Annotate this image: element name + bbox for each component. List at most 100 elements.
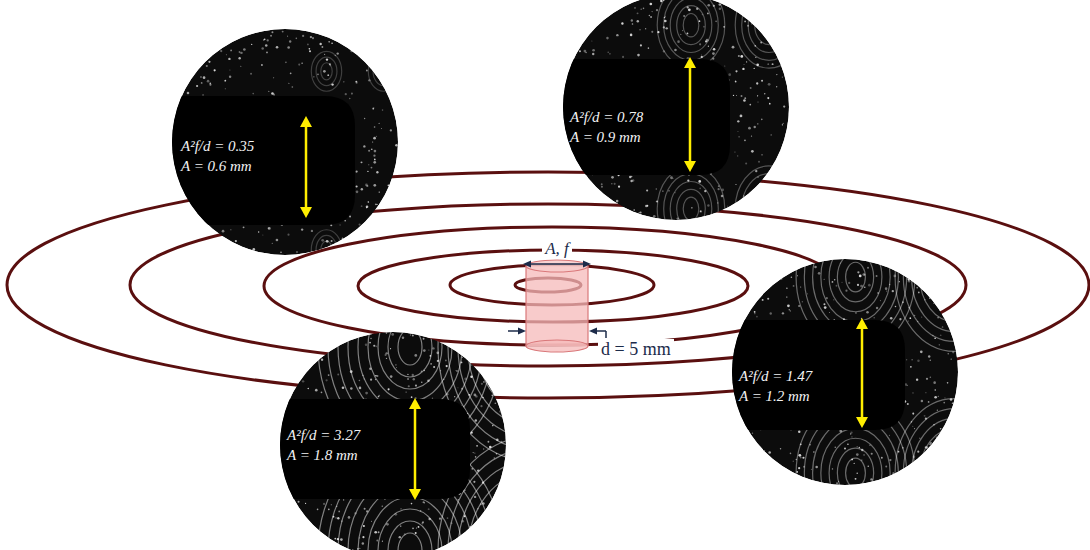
tracer-particle xyxy=(373,107,375,109)
streamline xyxy=(498,509,506,550)
tracer-particle xyxy=(786,287,788,289)
inset-caption: A²f/d = 1.47A = 1.2 mm xyxy=(739,366,812,407)
streamline xyxy=(683,14,699,37)
tracer-particle xyxy=(939,344,940,345)
tracer-particle xyxy=(391,333,394,336)
tracer-particle xyxy=(682,30,683,31)
inset-image xyxy=(172,29,398,255)
tracer-particle xyxy=(328,508,330,510)
tracer-particle xyxy=(375,375,377,377)
tracer-particle xyxy=(280,251,282,253)
tracer-particle xyxy=(799,454,802,457)
tracer-particle xyxy=(836,482,838,484)
tracer-particle xyxy=(680,34,681,35)
tracer-particle xyxy=(910,366,912,368)
tracer-particle xyxy=(925,392,926,393)
streamline xyxy=(735,0,789,68)
tracer-particle xyxy=(471,364,472,365)
tracer-particle xyxy=(342,386,345,389)
streamline xyxy=(928,259,958,312)
flow-inset: A²f/d = 0.35A = 0.6 mm xyxy=(172,29,398,255)
tracer-particle xyxy=(854,463,855,464)
streamline xyxy=(903,409,958,485)
tracer-particle xyxy=(641,9,642,10)
tracer-particle xyxy=(621,22,623,24)
tracer-particle xyxy=(662,190,663,191)
streamline xyxy=(895,259,958,351)
tracer-particle xyxy=(800,457,802,459)
tracer-particle xyxy=(906,359,907,360)
tracer-particle xyxy=(929,297,931,299)
flow-inset: A²f/d = 0.78A = 0.9 mm xyxy=(563,0,789,220)
tracer-particle xyxy=(793,285,795,287)
tracer-particle xyxy=(375,345,377,347)
tracer-particle xyxy=(712,52,715,55)
tracer-particle xyxy=(789,309,791,311)
tracer-particle xyxy=(857,473,858,474)
tracer-particle xyxy=(265,44,268,47)
tracer-particle xyxy=(640,44,642,46)
tracer-particle xyxy=(196,85,198,87)
tracer-particle xyxy=(698,180,701,183)
arrowhead xyxy=(684,57,696,68)
tracer-particle xyxy=(829,312,830,313)
tracer-particle xyxy=(225,88,226,89)
tracer-particle xyxy=(388,388,390,390)
tracer-particle xyxy=(656,188,657,189)
tracer-particle xyxy=(298,501,300,503)
tracer-particle xyxy=(648,47,650,49)
tracer-particle xyxy=(433,366,435,368)
tracer-particle xyxy=(754,68,755,69)
tracer-particle xyxy=(340,538,343,541)
diameter-arrow xyxy=(596,330,606,332)
tracer-particle xyxy=(824,279,825,280)
tracer-particle xyxy=(374,150,377,153)
tracer-particle xyxy=(345,93,347,95)
tracer-particle xyxy=(579,50,581,52)
tracer-particle xyxy=(220,50,222,52)
tracer-particle xyxy=(405,391,406,392)
tracer-particle xyxy=(629,176,631,178)
tracer-particle xyxy=(609,53,610,54)
tracer-particle xyxy=(483,448,485,450)
tracer-particle xyxy=(733,95,734,96)
streamline xyxy=(316,57,337,86)
tracer-particle xyxy=(656,9,658,11)
tracer-particle xyxy=(618,186,620,188)
tracer-particle xyxy=(395,364,397,366)
tracer-particle xyxy=(374,159,376,161)
amplitude-arrow xyxy=(684,57,696,172)
tracer-particle xyxy=(630,180,632,182)
tracer-particle xyxy=(907,403,909,405)
tracer-particle xyxy=(371,167,373,169)
tracer-particle xyxy=(368,201,370,203)
tracer-particle xyxy=(798,467,800,469)
tracer-particle xyxy=(337,517,339,519)
tracer-particle xyxy=(252,93,254,95)
tracer-particle xyxy=(797,275,798,276)
tracer-particle xyxy=(310,36,312,38)
tracer-particle xyxy=(813,451,815,453)
amplitude-arrow xyxy=(409,398,421,500)
tracer-particle xyxy=(343,81,345,83)
tracer-particle xyxy=(321,46,323,48)
tracer-particle xyxy=(407,378,409,380)
arrow-shaft xyxy=(414,407,417,491)
tracer-particle xyxy=(261,47,264,50)
tracer-particle xyxy=(371,148,373,150)
inset-caption: A²f/d = 0.35A = 0.6 mm xyxy=(181,136,254,177)
tracer-particle xyxy=(935,389,936,390)
tracer-particle xyxy=(640,211,642,213)
tracer-particle xyxy=(290,72,292,74)
tracer-particle xyxy=(651,31,653,33)
tracer-particle xyxy=(918,291,920,293)
arrow-shaft xyxy=(305,125,308,209)
tracer-particle xyxy=(365,184,368,187)
tracer-particle xyxy=(745,162,747,164)
tracer-particle xyxy=(762,299,764,301)
tracer-particle xyxy=(737,120,739,122)
tracer-particle xyxy=(267,39,269,41)
arrowhead xyxy=(409,489,421,500)
tracer-particle xyxy=(230,49,232,51)
